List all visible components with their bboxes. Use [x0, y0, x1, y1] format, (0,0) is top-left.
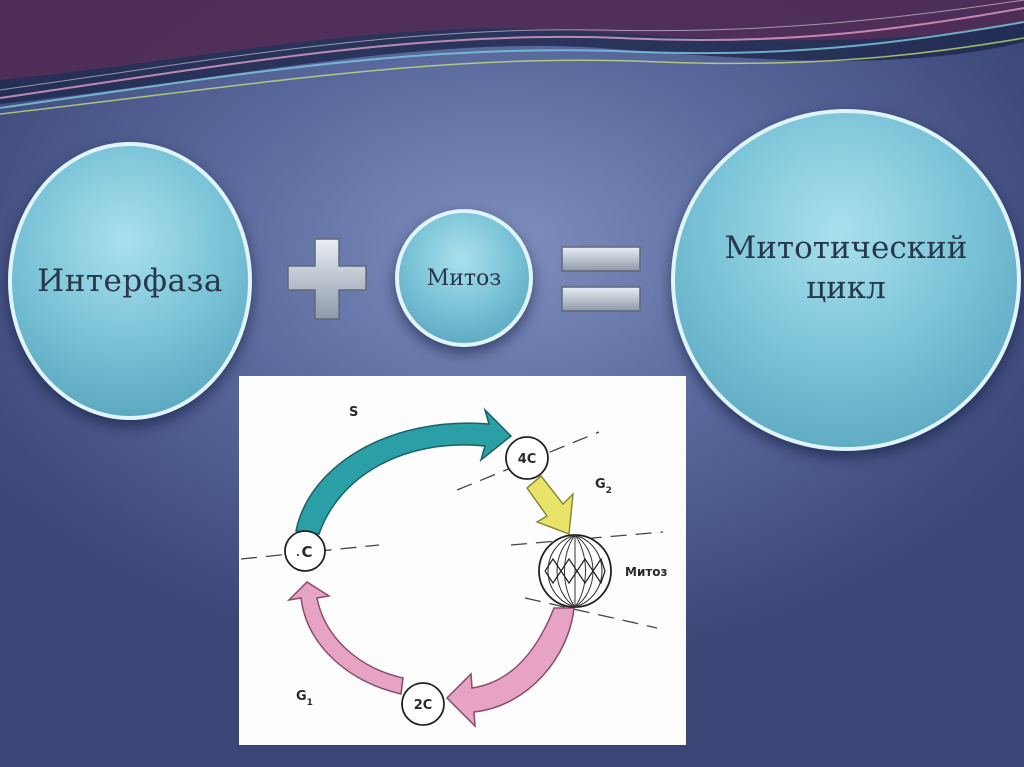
node-c: [284, 530, 326, 572]
g2-phase-arrow: [525, 474, 574, 536]
g1-letter: G: [296, 689, 307, 704]
node-c-label: C: [301, 543, 312, 561]
g1-arrow-right: [445, 607, 575, 728]
node-2c-label: 2C: [414, 698, 433, 713]
decorative-waves: [0, 0, 1024, 115]
g2-letter: G: [595, 477, 606, 492]
equals-icon: [561, 246, 641, 312]
mitotic-cycle-label: Митотический цикл: [724, 230, 968, 306]
g2-subscript: 2: [606, 486, 612, 496]
mitosis-circle: Митоз: [395, 209, 533, 347]
cell-cycle-diagram: . C 4C 2C: [240, 405, 668, 728]
mitosis-cell-icon: [538, 534, 612, 608]
boundary-c: [240, 544, 380, 560]
plus-icon: [287, 238, 367, 320]
g2-phase-label: G2: [595, 477, 612, 496]
cell-cycle-figure: . C 4C 2C: [239, 376, 686, 745]
node-4c-label: 4C: [518, 452, 537, 467]
node-4c: [505, 436, 549, 480]
s-phase-label: S: [349, 405, 358, 420]
interphase-circle: Интерфаза: [8, 142, 252, 420]
interphase-label: Интерфаза: [37, 263, 223, 299]
node-2c: [401, 682, 445, 726]
g1-phase-label: G1: [296, 689, 313, 708]
g1-subscript: 1: [307, 698, 313, 708]
node-c-dot: .: [296, 548, 300, 559]
mitosis-label: Митоз: [426, 265, 502, 291]
mitotic-cycle-circle: Митотический цикл: [671, 109, 1021, 451]
boundary-mitosis-bottom: [524, 597, 658, 629]
s-phase-arrow: [295, 407, 513, 535]
mitosis-diagram-label: Митоз: [625, 565, 668, 579]
g1-arrow-left: [286, 581, 404, 695]
